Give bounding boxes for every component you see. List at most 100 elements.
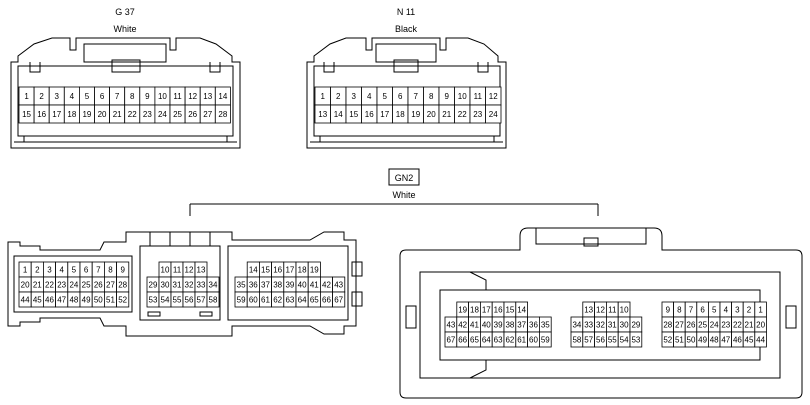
pin-number: 47 <box>57 296 66 305</box>
pin-number: 12 <box>489 92 498 101</box>
pin-number: 24 <box>69 281 78 290</box>
pin-number: 20 <box>756 321 765 330</box>
pin-number: 14 <box>218 92 227 101</box>
gn2-left-housing <box>7 231 363 337</box>
pin-number: 40 <box>482 321 491 330</box>
pin-number: 1 <box>24 92 29 101</box>
pin-number: 39 <box>285 281 294 290</box>
pin-number: 33 <box>197 281 206 290</box>
pin-number: 9 <box>120 266 125 275</box>
pin-number: 36 <box>249 281 258 290</box>
pin-number: 28 <box>663 321 672 330</box>
pin-number: 54 <box>620 336 629 345</box>
pin-number: 57 <box>584 336 593 345</box>
pin-number: 50 <box>94 296 103 305</box>
pin-number: 21 <box>33 281 42 290</box>
pin-number: 26 <box>188 110 197 119</box>
pin-number: 24 <box>710 321 719 330</box>
pin-number: 22 <box>45 281 54 290</box>
pin-number: 17 <box>285 266 294 275</box>
pin-number: 22 <box>458 110 467 119</box>
pin-number: 26 <box>94 281 103 290</box>
pin-number: 5 <box>85 92 90 101</box>
n11-color-label: Black <box>395 24 418 34</box>
pin-number: 32 <box>185 281 194 290</box>
gn2-color-label: White <box>392 190 415 200</box>
pin-number: 38 <box>273 281 282 290</box>
pin-number: 53 <box>631 336 640 345</box>
pin-number: 34 <box>572 321 581 330</box>
pin-number: 6 <box>100 92 105 101</box>
pin-number: 44 <box>21 296 30 305</box>
pin-number: 16 <box>273 266 282 275</box>
pin-number: 17 <box>380 110 389 119</box>
pin-number: 42 <box>322 281 331 290</box>
pin-number: 35 <box>237 281 246 290</box>
pin-cell <box>754 331 767 348</box>
pin-number: 2 <box>39 92 44 101</box>
pin-number: 8 <box>108 266 113 275</box>
pin-number: 11 <box>173 92 182 101</box>
pin-number: 41 <box>470 321 479 330</box>
pin-number: 19 <box>411 110 420 119</box>
pin-number: 2 <box>336 92 341 101</box>
n11-connector-housing <box>306 37 507 149</box>
pin-number: 19 <box>82 110 91 119</box>
pin-number: 40 <box>298 281 307 290</box>
pin-number: 7 <box>96 266 101 275</box>
pin-number: 9 <box>445 92 450 101</box>
pin-number: 4 <box>70 92 75 101</box>
pin-number: 45 <box>33 296 42 305</box>
pin-number: 35 <box>541 321 550 330</box>
pin-number: 55 <box>608 336 617 345</box>
pin-number: 12 <box>596 306 605 315</box>
pin-number: 65 <box>470 336 479 345</box>
pin-number: 18 <box>298 266 307 275</box>
pin-number: 14 <box>334 110 343 119</box>
pin-number: 34 <box>209 281 218 290</box>
pin-number: 23 <box>721 321 730 330</box>
pin-number: 60 <box>529 336 538 345</box>
pin-number: 57 <box>197 296 206 305</box>
pin-number: 45 <box>745 336 754 345</box>
pin-number: 32 <box>596 321 605 330</box>
pin-number: 18 <box>470 306 479 315</box>
pin-number: 60 <box>249 296 258 305</box>
pin-number: 56 <box>185 296 194 305</box>
pin-number: 3 <box>352 92 357 101</box>
pin-number: 12 <box>188 92 197 101</box>
pin-number: 19 <box>458 306 467 315</box>
pin-number: 2 <box>747 306 752 315</box>
pin-number: 59 <box>541 336 550 345</box>
pin-number: 48 <box>69 296 78 305</box>
pin-number: 28 <box>118 281 127 290</box>
pin-number: 43 <box>334 281 343 290</box>
pin-number: 15 <box>349 110 358 119</box>
pin-number: 19 <box>310 266 319 275</box>
pin-number: 17 <box>52 110 61 119</box>
pin-number: 58 <box>209 296 218 305</box>
pin-number: 27 <box>203 110 212 119</box>
pin-number: 61 <box>517 336 526 345</box>
pin-number: 4 <box>59 266 64 275</box>
gn2-bracket <box>189 168 599 216</box>
pin-number: 7 <box>115 92 120 101</box>
pin-number: 49 <box>82 296 91 305</box>
pin-number: 65 <box>310 296 319 305</box>
pin-number: 3 <box>47 266 52 275</box>
pin-number: 16 <box>494 306 503 315</box>
pin-number: 8 <box>677 306 682 315</box>
pin-number: 2 <box>35 266 40 275</box>
pin-cell <box>485 104 502 124</box>
pin-number: 12 <box>185 266 194 275</box>
pin-number: 59 <box>237 296 246 305</box>
pin-number: 15 <box>505 306 514 315</box>
pin-number: 41 <box>310 281 319 290</box>
pin-number: 30 <box>620 321 629 330</box>
